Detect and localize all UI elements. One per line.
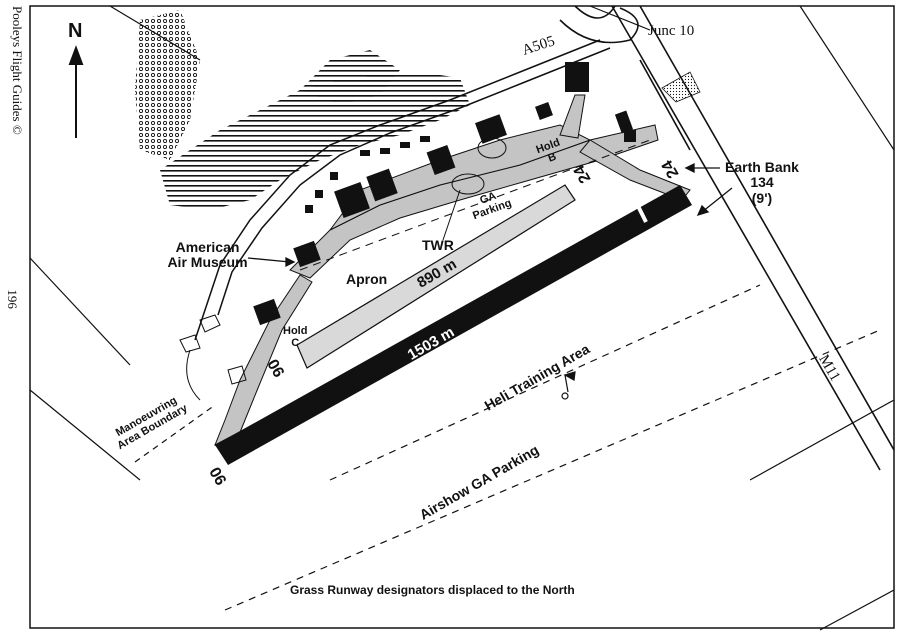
- runway-threshold-24: [636, 205, 648, 223]
- publisher-label: Pooleys Flight Guides ©: [10, 6, 25, 135]
- earth-bank-label: Earth Bank 134 (9'): [722, 159, 802, 206]
- earth-bank-arrow: [684, 162, 733, 217]
- map-frame: [29, 5, 895, 629]
- hold-c-label: Hold C: [283, 325, 307, 349]
- heli-flag-icon: [561, 371, 576, 400]
- paved-runway: [215, 185, 692, 465]
- dashed-lines: [224, 284, 881, 611]
- hold-c-line2: C: [291, 337, 300, 350]
- junction-10: [559, 5, 639, 44]
- earth-bank-height-m: (9'): [751, 189, 773, 206]
- footnote: Grass Runway designators displaced to th…: [290, 583, 575, 597]
- earth-bank-title: Earth Bank: [725, 159, 799, 175]
- museum-line1: American: [175, 239, 240, 255]
- copyright-symbol: ©: [10, 124, 25, 135]
- buildings: [253, 62, 636, 326]
- apron-label: Apron: [346, 271, 388, 287]
- twr-pointer: [442, 189, 461, 241]
- outline-structures: [179, 137, 507, 401]
- museum-line2: Air Museum: [167, 254, 248, 271]
- museum-label: American Air Museum: [160, 239, 255, 271]
- apron-centreline: [299, 139, 651, 271]
- m11-motorway: [611, 5, 895, 471]
- hold-c-line1: Hold: [283, 325, 308, 337]
- manoeuvring-boundary: [134, 404, 216, 463]
- north-arrow-icon: [68, 45, 84, 138]
- dotted-area: [661, 71, 701, 103]
- museum-arrow: [247, 256, 296, 268]
- woodland: [135, 10, 470, 210]
- tower-label: TWR: [422, 237, 454, 253]
- north-label: N: [68, 20, 83, 42]
- earth-bank-height-ft: 134: [750, 174, 774, 191]
- page-number: 196: [4, 289, 20, 309]
- grass-runway: [296, 184, 576, 369]
- junction-label: Junc 10: [648, 23, 695, 39]
